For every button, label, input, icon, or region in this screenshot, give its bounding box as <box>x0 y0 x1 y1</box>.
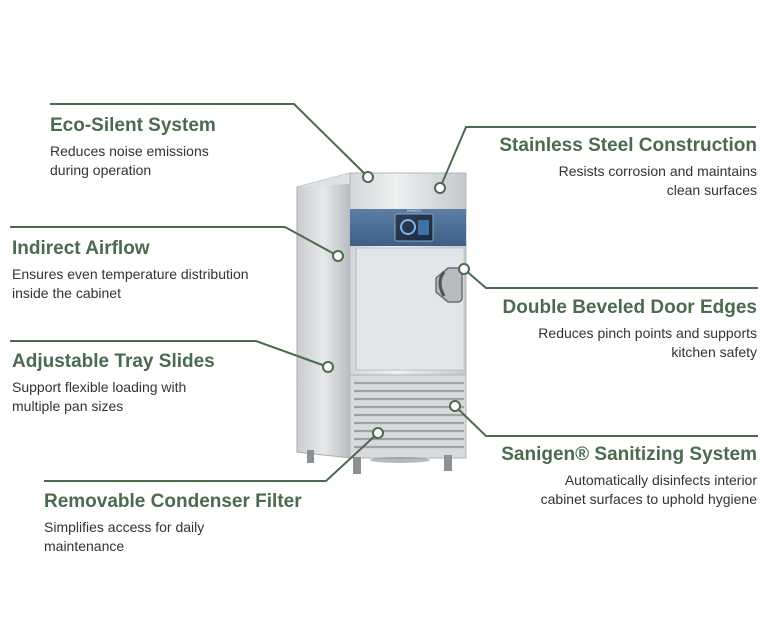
feature-eco-silent: Eco-Silent System Reduces noise emission… <box>50 114 216 180</box>
marker-condenser <box>372 427 384 439</box>
marker-stainless <box>434 182 446 194</box>
callout-sanigen <box>454 405 758 437</box>
feature-title: Double Beveled Door Edges <box>502 297 757 318</box>
marker-eco-silent <box>362 171 374 183</box>
feature-title: Stainless Steel Construction <box>499 135 757 156</box>
brand-label: IRINOX <box>407 208 421 213</box>
callout-tray-slides <box>10 340 329 368</box>
feature-title: Removable Condenser Filter <box>44 491 302 512</box>
feature-sanigen: Sanigen® Sanitizing System Automatically… <box>501 443 757 509</box>
callout-eco-silent <box>50 103 369 178</box>
feature-title: Sanigen® Sanitizing System <box>501 444 757 465</box>
marker-indirect-airflow <box>332 250 344 262</box>
feature-indirect-airflow: Indirect Airflow Ensures even temperatur… <box>12 237 249 303</box>
feature-door-edges: Double Beveled Door Edges Reduces pinch … <box>503 296 757 362</box>
callout-indirect-airflow <box>10 226 339 257</box>
callout-door-edges <box>463 268 758 289</box>
vent-slats <box>354 381 464 449</box>
foot <box>353 457 361 474</box>
callout-stainless <box>439 126 756 189</box>
feature-tray-slides: Adjustable Tray Slides Support flexible … <box>12 350 215 416</box>
callout-condenser <box>44 432 379 482</box>
feature-stainless: Stainless Steel Construction Resists cor… <box>499 134 757 200</box>
foot <box>444 455 452 471</box>
marker-tray-slides <box>322 361 334 373</box>
feature-title: Eco-Silent System <box>50 115 216 136</box>
marker-door-edges <box>458 263 470 275</box>
feature-title: Adjustable Tray Slides <box>12 351 215 372</box>
feature-title: Indirect Airflow <box>12 238 150 259</box>
foot <box>307 450 314 463</box>
feature-condenser: Removable Condenser Filter Simplifies ac… <box>44 490 302 556</box>
marker-sanigen <box>449 400 461 412</box>
door <box>355 247 465 371</box>
